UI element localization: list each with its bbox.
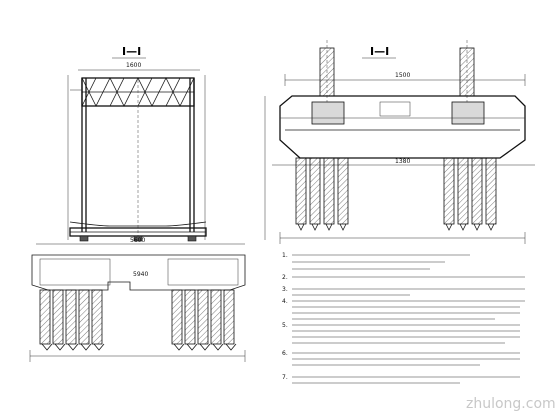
watermark: zhulong.com: [466, 396, 556, 412]
left-mid-dimension-label: 5600: [130, 237, 145, 244]
right-view-title: Ⅰ—Ⅰ: [370, 45, 389, 58]
note-marker-5: 5.: [282, 322, 288, 329]
left-base-dimension: [29, 350, 246, 362]
note-marker-6: 6.: [282, 350, 288, 357]
note-marker-3: 3.: [282, 286, 288, 293]
left-deck: [69, 221, 207, 242]
right-mid-dimension-label: 1380: [395, 158, 410, 165]
steel-truss-frame: [67, 75, 206, 240]
right-pile-group-b: [443, 157, 497, 231]
notes-block: 1. 2. 3. 4. 5. 6. 7.: [282, 252, 525, 384]
left-pile-group-a: [39, 289, 105, 351]
left-section-view: Ⅰ—Ⅰ 1600: [29, 45, 246, 362]
left-mid-dimension: 5600: [36, 237, 245, 245]
note-marker-2: 2.: [282, 274, 288, 281]
note-text-lines: [292, 254, 525, 384]
right-top-dimension-label: 1500: [395, 72, 410, 79]
note-marker-1: 1.: [282, 252, 288, 259]
left-pier-cap: 5940: [31, 254, 246, 291]
left-top-dimension-label: 1600: [126, 62, 141, 69]
left-view-title: Ⅰ—Ⅰ: [122, 45, 141, 58]
left-pile-group-b: [171, 289, 237, 351]
note-marker-4: 4.: [282, 298, 288, 305]
right-base-dimension: [264, 96, 526, 244]
right-top-dimension: 1500: [284, 72, 526, 86]
right-pier-cap: [279, 95, 526, 159]
right-section-view: Ⅰ—Ⅰ 1500 1380: [264, 40, 535, 244]
right-pile-group-a: [295, 157, 349, 231]
left-top-dimension: 1600: [78, 62, 200, 71]
note-marker-7: 7.: [282, 374, 288, 381]
left-cap-dimension-label: 5940: [133, 271, 148, 278]
